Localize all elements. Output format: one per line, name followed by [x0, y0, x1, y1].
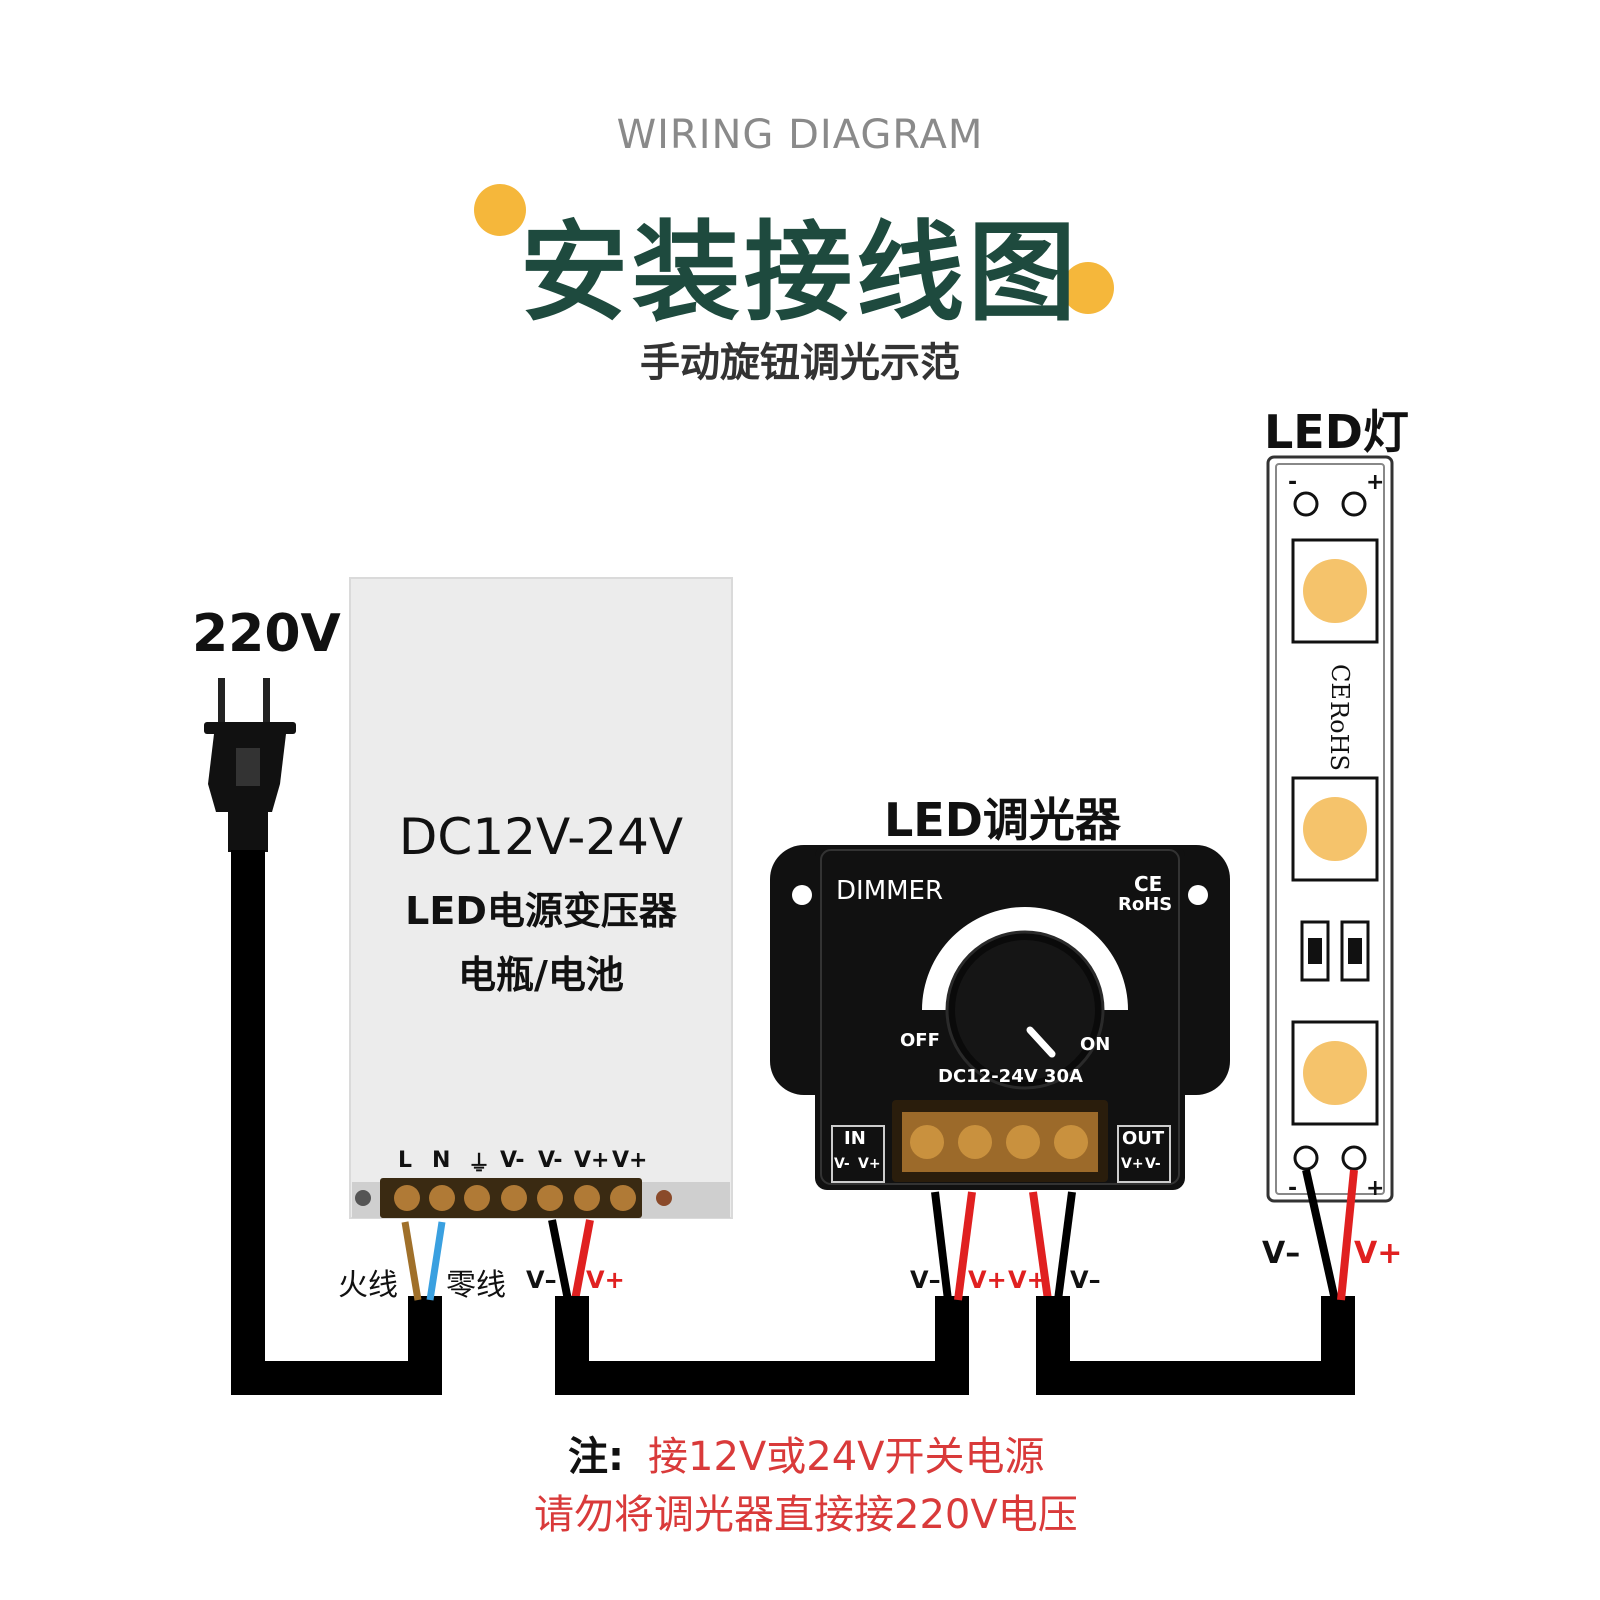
led-strip-print-rohs: RoHS [1324, 701, 1353, 771]
power-supply-box [349, 577, 733, 1219]
led-neg-wire-label: V– [1262, 1236, 1301, 1271]
led-strip-top-neg: - [1288, 470, 1298, 495]
led-strip-bottom-neg: - [1288, 1176, 1298, 1201]
psu-out-pos-label: V+ [586, 1266, 625, 1294]
dimmer-terminal-block [892, 1100, 1108, 1182]
note-line-1: 接12V或24V开关电源 [648, 1434, 1045, 1480]
title-dot-left [474, 184, 526, 236]
dimmer-knob[interactable] [922, 907, 1128, 1090]
note-prefix: 注: [568, 1434, 624, 1480]
neutral-wire [426, 1221, 446, 1301]
live-wire [401, 1221, 422, 1301]
dimmer-in-box [831, 1125, 885, 1183]
dimmer-out-term-neg: V- [1145, 1156, 1161, 1172]
psu-battery-text: 电瓶/电池 [458, 953, 624, 997]
dimmer-out-pos-wire-label: V+ [1008, 1266, 1047, 1294]
dimmer-brand: DIMMER [836, 876, 944, 906]
mains-voltage-label: 220V [192, 604, 341, 664]
led-resistors [1300, 920, 1370, 982]
led-strip-print-ce: CE [1325, 664, 1354, 700]
dimmer-out-neg-wire-label: V– [1070, 1266, 1101, 1294]
dimmer-in-term-pos: V+ [858, 1156, 881, 1172]
led-chip-3 [1291, 1020, 1379, 1126]
dimmer-in-pos-wire-label: V+ [968, 1266, 1007, 1294]
dimmer-led-cable [1036, 1296, 1355, 1395]
dimmer-out-term-pos: V+ [1121, 1156, 1144, 1172]
led-chip-2 [1291, 776, 1379, 882]
led-chip-1 [1291, 538, 1379, 644]
psu-terminal-v-pos-1: V+ [574, 1148, 610, 1173]
led-pos-wire [1337, 1169, 1358, 1301]
dimmer-in-neg-wire [931, 1191, 952, 1301]
psu-terminal-n: N [432, 1148, 451, 1173]
dimmer-in-neg-wire-label: V– [910, 1266, 941, 1294]
psu-terminal-v-pos-2: V+ [612, 1148, 648, 1173]
title-dot-right [1062, 262, 1114, 314]
led-pos-wire-label: V+ [1354, 1236, 1403, 1271]
dimmer-in-label: IN [844, 1128, 866, 1149]
psu-dimmer-cable [555, 1296, 969, 1395]
psu-out-neg-label: V– [526, 1266, 557, 1294]
page-subtitle: 手动旋钮调光示范 [640, 340, 960, 386]
dimmer-off-label: OFF [900, 1030, 940, 1051]
psu-terminal-v-neg-2: V- [538, 1148, 563, 1173]
led-strip-title: LED灯 [1264, 405, 1409, 459]
note-line-2: 请勿将调光器直接接220V电压 [534, 1492, 1078, 1538]
mains-plug [204, 678, 296, 852]
wiring-diagram-label: WIRING DIAGRAM [616, 112, 984, 158]
dimmer-in-term-neg: V- [834, 1156, 850, 1172]
psu-type-text: LED电源变压器 [405, 889, 677, 933]
live-wire-label: 火线 [338, 1268, 398, 1303]
dimmer-cert-rohs: RoHS [1118, 894, 1173, 915]
psu-neg-wire [548, 1219, 572, 1301]
mains-cable [231, 850, 442, 1395]
page-title: 安装接线图 [519, 211, 1080, 336]
dimmer-out-pos-wire [1029, 1191, 1052, 1301]
neutral-wire-label: 零线 [446, 1268, 506, 1303]
psu-terminal-l: L [398, 1148, 413, 1173]
led-neg-wire [1302, 1169, 1339, 1301]
psu-terminal-v-neg-1: V- [500, 1148, 525, 1173]
dimmer-on-label: ON [1080, 1034, 1111, 1055]
psu-pos-wire [571, 1219, 594, 1301]
led-strip-top-pos: + [1366, 470, 1385, 495]
psu-terminal-labels: L N ⏚ V- V- V+ V+ [392, 1148, 652, 1178]
psu-terminal-ground: ⏚ [468, 1152, 491, 1177]
dimmer-title: LED调光器 [884, 793, 1121, 847]
dimmer-rating: DC12-24V 30A [938, 1066, 1083, 1087]
dimmer-in-pos-wire [954, 1191, 976, 1301]
dimmer-out-label: OUT [1122, 1128, 1165, 1149]
dimmer-out-neg-wire [1054, 1191, 1076, 1301]
dimmer-out-box [1117, 1125, 1171, 1183]
psu-voltage-text: DC12V-24V [398, 808, 684, 866]
led-strip-bottom-pos: + [1366, 1176, 1385, 1201]
dimmer-cert-ce: CE [1134, 872, 1163, 896]
